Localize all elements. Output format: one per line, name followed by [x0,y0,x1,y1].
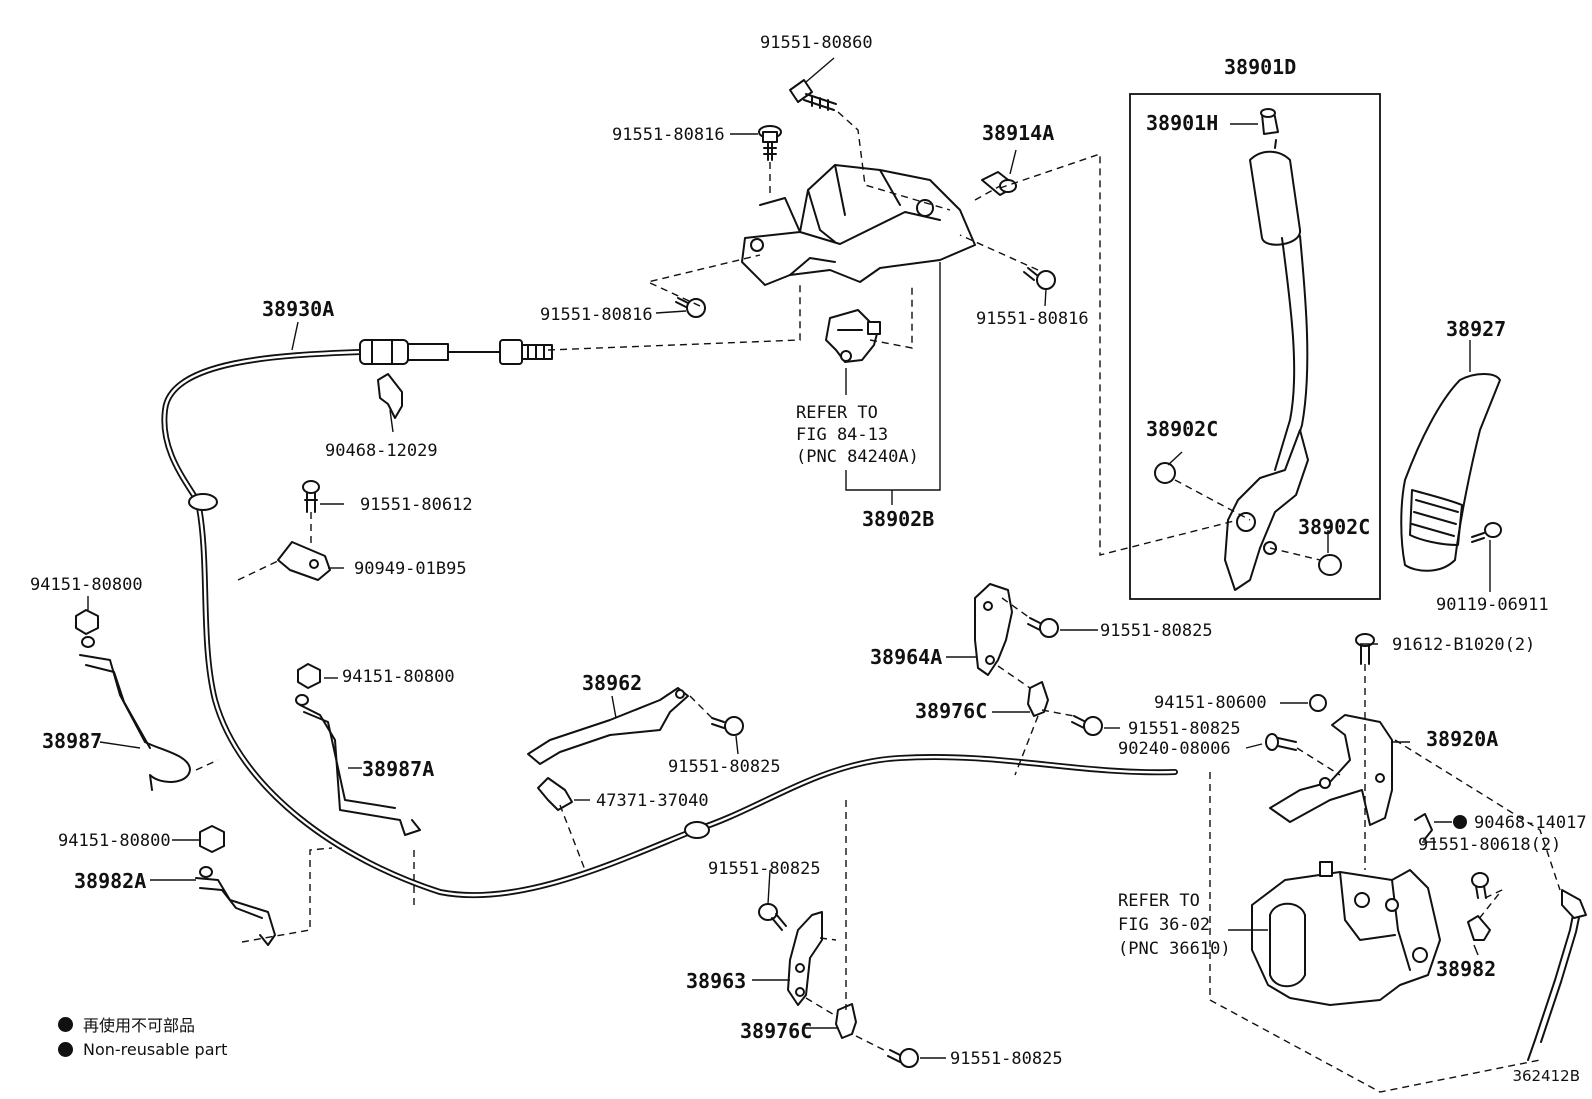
knob-cover-38927 [1400,373,1501,572]
label-38976C-lower: 38976C [740,1019,812,1043]
bracket-38962 [527,687,689,765]
label-90468-14017: 90468-14017 [1474,813,1587,833]
clamp-90949-01B95 [277,541,331,581]
label-91551-80816-left: 91551-80816 [540,305,653,325]
figure-id: 362412B [1512,1067,1580,1085]
label-91551-80825-a: 91551-80825 [1100,621,1213,641]
bolt-91551-80816-top [758,125,782,161]
legend-jp-text: 再使用不可部品 [83,1016,196,1035]
label-38902C-upper: 38902C [1146,417,1218,441]
bolt-91551-80825-38963 [758,903,787,931]
label-91551-80612: 91551-80612 [360,495,473,515]
bracket-38963 [787,911,823,1006]
dashed-guides [195,111,1561,1093]
bolt-91551-80825-38962 [711,716,744,736]
clip-47371-37040 [537,777,573,811]
label-90949-01B95: 90949-01B95 [354,559,467,579]
label-fig-36-02: FIG 36-02 [1118,915,1210,935]
label-38962: 38962 [582,671,642,695]
bolt-91551-80825-38976C-upper [1071,715,1103,736]
label-91551-80860: 91551-80860 [760,33,873,53]
screw-90119-06911 [1471,522,1502,543]
part-38982 [1467,915,1491,941]
label-91551-80825-e: 91551-80825 [950,1049,1063,1069]
assembly-box-38901D [1129,93,1381,600]
shift-cable-38930A [161,339,1178,899]
leader-lines [87,57,1491,1059]
label-94151-80800-b: 94151-80800 [342,667,455,687]
label-94151-80800-c: 94151-80800 [58,831,171,851]
clip-38976C-upper [1027,681,1049,717]
non-reusable-dot-icon [58,1042,73,1057]
legend-en-text: Non-reusable part [83,1040,228,1059]
bolt-91551-80816-left [675,297,706,318]
label-91551-80618: 91551-80618(2) [1418,835,1561,855]
label-38982A: 38982A [74,869,146,893]
label-38927: 38927 [1446,317,1506,341]
clip-90468-12029 [377,373,403,419]
label-94151-80800-a: 94151-80800 [30,575,143,595]
bolt-91551-80618 [1471,872,1489,899]
label-91551-80825-c: 91551-80825 [668,757,781,777]
switch-part-84240A [825,309,881,363]
label-refer-to-2: REFER TO [1118,891,1200,911]
bolt-91551-80825-38976C-lower [887,1048,919,1068]
bolt-90240-08006 [1265,733,1297,751]
label-pnc-36610: (PNC 36610) [1118,939,1231,959]
label-38987A: 38987A [362,757,434,781]
label-pnc-84240A: (PNC 84240A) [796,447,919,467]
label-38930A: 38930A [262,297,334,321]
bolt-91612-B1020 [1355,633,1375,665]
label-91612-B1020: 91612-B1020(2) [1392,635,1535,655]
lever-housing-38902B [741,164,1017,286]
label-38982: 38982 [1436,957,1496,981]
legend-jp: 再使用不可部品 [58,1012,195,1036]
label-91551-80825-d: 91551-80825 [708,859,821,879]
label-91551-80816-top: 91551-80816 [612,125,725,145]
non-reusable-marker-90468-14017 [1453,815,1467,829]
bolt-91551-80612 [302,480,320,513]
label-38987: 38987 [42,729,102,753]
bracket-38920A [1269,714,1393,826]
label-refer-to-1: REFER TO [796,403,878,423]
wire-38987 [75,609,191,791]
bolt-91551-80825-38964A [1027,617,1059,638]
cable-end-transmission [1527,889,1587,1061]
transmission-36610 [1251,861,1441,1006]
label-38976C-upper: 38976C [915,699,987,723]
label-38902B: 38902B [862,507,934,531]
label-90240-08006: 90240-08006 [1118,739,1231,759]
clip-38976C-lower [835,1003,857,1039]
shift-lever-38901D [1154,108,1342,591]
bolt-91551-80860 [789,79,837,111]
clip-90468-14017 [1414,813,1433,841]
label-38901D: 38901D [1224,55,1296,79]
bolt-91551-80816-right [1023,267,1056,290]
nut-94151-80600 [1309,694,1327,712]
label-38964A: 38964A [870,645,942,669]
label-38920A: 38920A [1426,727,1498,751]
label-38914A: 38914A [982,121,1054,145]
label-91551-80816-right: 91551-80816 [976,309,1089,329]
wire-38982A [195,825,276,946]
label-94151-80600: 94151-80600 [1154,693,1267,713]
label-38901H: 38901H [1146,111,1218,135]
part-labels: 91551-80860 91551-80816 38914A 38901D 38… [30,33,1587,1069]
label-90468-12029: 90468-12029 [325,441,438,461]
label-fig-84-13: FIG 84-13 [796,425,888,445]
bracket-38964A [974,583,1013,676]
label-38963: 38963 [686,969,746,993]
label-38902C-lower: 38902C [1298,515,1370,539]
wire-38987A [295,663,421,836]
label-90119-06911: 90119-06911 [1436,595,1549,615]
non-reusable-dot-icon [58,1016,73,1032]
legend-en: Non-reusable part [58,1040,227,1059]
label-91551-80825-b: 91551-80825 [1128,719,1241,739]
label-47371-37040: 47371-37040 [596,791,709,811]
